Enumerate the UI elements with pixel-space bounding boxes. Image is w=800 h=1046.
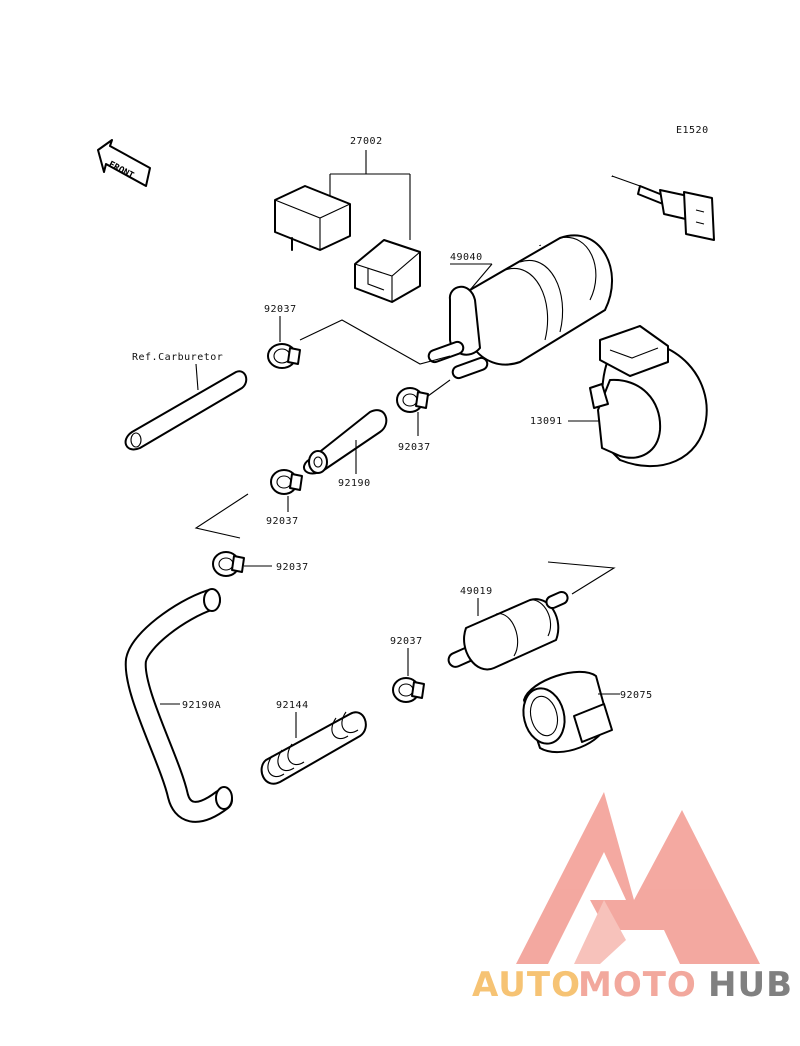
clamp-92037-c: 92037 — [266, 469, 303, 527]
label-27002: 27002 — [350, 136, 383, 147]
label-92037-c: 92037 — [266, 516, 299, 527]
label-92190a: 92190A — [182, 700, 221, 711]
clamp-92037-d: 92037 — [212, 551, 309, 577]
label-92075: 92075 — [620, 690, 653, 701]
holder-92075: 92075 — [522, 670, 653, 753]
logo-part-auto: AUTO — [472, 965, 581, 1005]
relay-27002: 27002 — [274, 136, 421, 303]
label-49019: 49019 — [460, 586, 493, 597]
label-49040: 49040 — [450, 252, 483, 263]
label-13091: 13091 — [530, 416, 563, 427]
front-arrow-icon: FRONT — [97, 139, 151, 187]
bracket-13091: 13091 — [530, 325, 708, 468]
label-92037-d: 92037 — [276, 562, 309, 573]
label-92144: 92144 — [276, 700, 309, 711]
logo-part-hub: HUB — [708, 965, 793, 1005]
diagram-code: E1520 — [676, 125, 709, 136]
label-92037-a: 92037 — [264, 304, 297, 315]
fuel-pump-49040: 49040 — [427, 159, 715, 380]
label-92037-e: 92037 — [390, 636, 423, 647]
label-92190: 92190 — [338, 478, 371, 489]
clamp-92037-e: 92037 — [390, 636, 425, 703]
ref-carburetor-label: Ref.Carburetor — [132, 352, 223, 363]
automotohub-logo: AUTO MOTO HUB — [472, 792, 793, 1005]
spring-92144: 92144 — [260, 700, 367, 785]
carburetor-hose: Ref.Carburetor — [124, 352, 248, 451]
hose-92190: 92190 — [303, 409, 388, 489]
fuel-filter-49019: 49019 — [447, 586, 569, 671]
logo-part-moto: MOTO — [578, 965, 697, 1005]
label-92037-b: 92037 — [398, 442, 431, 453]
hose-92190a: 92190A — [124, 588, 233, 823]
clamp-92037-b: 92037 — [396, 379, 451, 453]
clamp-92037-a: 92037 — [264, 304, 451, 369]
